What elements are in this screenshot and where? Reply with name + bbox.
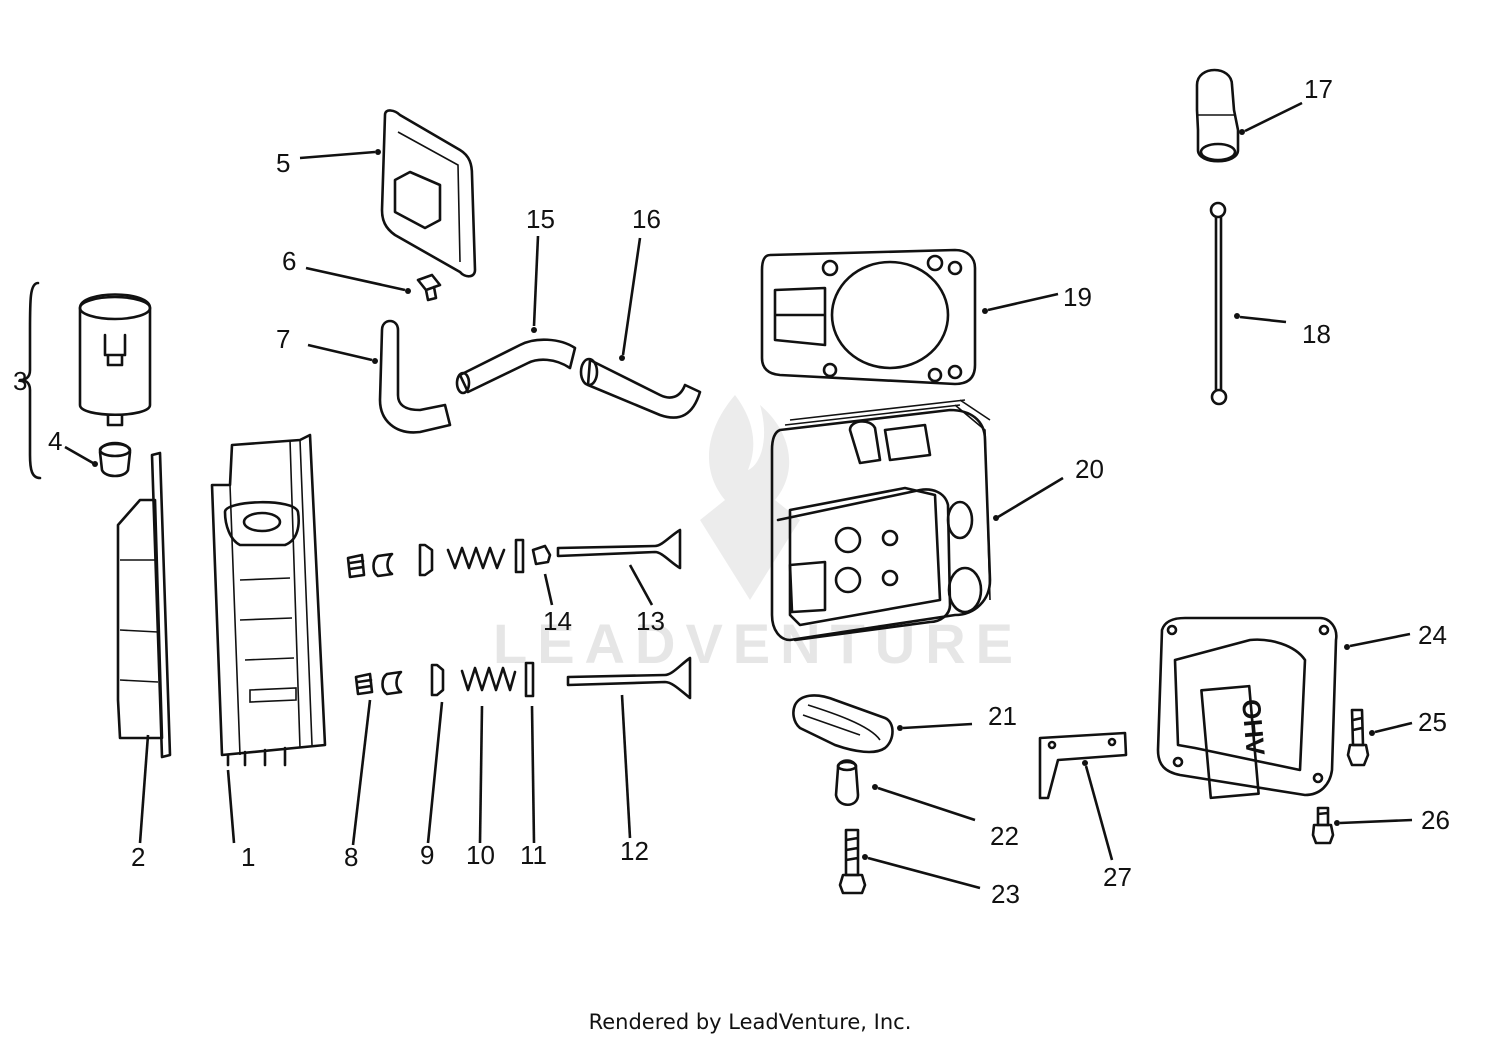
- callout-10: 10: [466, 840, 495, 870]
- part-27-guide-plate: [1038, 731, 1128, 800]
- watermark-text: LEADVENTURE: [493, 612, 1023, 675]
- footer-credit: Rendered by LeadVenture, Inc.: [588, 1010, 912, 1034]
- leadventure-watermark: LEADVENTURE: [493, 395, 1023, 675]
- callout-9: 9: [420, 840, 434, 870]
- valve-train-lower: [354, 656, 692, 700]
- callout-20: 20: [1075, 454, 1104, 484]
- callout-27: 27: [1103, 862, 1132, 892]
- part-1-block: [210, 433, 327, 767]
- part-26-bolt: [1311, 806, 1335, 845]
- valve-train-upper: [346, 528, 682, 579]
- callout-26: 26: [1421, 805, 1450, 835]
- part-25-bolt: [1346, 708, 1370, 767]
- part-20-cylinder-head: [770, 399, 992, 642]
- part-24-valve-cover: OHV: [1156, 616, 1338, 800]
- part-18-pushrod: [1209, 201, 1228, 406]
- callout-15: 15: [526, 204, 555, 234]
- callout-1: 1: [241, 842, 255, 872]
- callout-24: 24: [1418, 620, 1447, 650]
- callout-5: 5: [276, 148, 290, 178]
- flame-logo-mark: [700, 395, 800, 600]
- callout-13: 13: [636, 606, 665, 636]
- callout-22: 22: [990, 821, 1019, 851]
- part-6-screw: [416, 273, 442, 302]
- callout-21: 21: [988, 701, 1017, 731]
- callout-18: 18: [1302, 319, 1331, 349]
- leader-lines: [64, 101, 1413, 890]
- callout-16: 16: [632, 204, 661, 234]
- part-7-hose: [378, 319, 452, 434]
- part-4-cap: [98, 441, 132, 478]
- callout-19: 19: [1063, 282, 1092, 312]
- callout-14: 14: [543, 606, 572, 636]
- callout-2: 2: [131, 842, 145, 872]
- part-19-gasket: [760, 248, 977, 386]
- part-22-pivot: [834, 759, 860, 807]
- callout-8: 8: [344, 842, 358, 872]
- part-2-plate: [116, 451, 172, 759]
- callout-6: 6: [282, 246, 296, 276]
- callout-4: 4: [48, 426, 62, 456]
- callout-25: 25: [1418, 707, 1447, 737]
- part-21-rocker-arm: [792, 694, 894, 754]
- part-5-cover: [380, 109, 477, 278]
- ohv-badge-text: OHV: [1236, 698, 1271, 757]
- part-23-stud: [838, 828, 867, 895]
- callout-12: 12: [620, 836, 649, 866]
- part-16-hose: [579, 357, 702, 419]
- callout-11: 11: [520, 840, 547, 870]
- part-3-filter-assembly: [18, 281, 152, 480]
- part-17-cap: [1195, 68, 1240, 163]
- callout-23: 23: [991, 879, 1020, 909]
- callout-numbers: 1 2 3 4 5 6 7 8 9 10 11 12 13 14 15 16 1…: [13, 74, 1450, 909]
- callout-7: 7: [276, 324, 290, 354]
- callout-3: 3: [13, 366, 27, 396]
- callout-17: 17: [1304, 74, 1333, 104]
- part-15-hose: [455, 338, 577, 395]
